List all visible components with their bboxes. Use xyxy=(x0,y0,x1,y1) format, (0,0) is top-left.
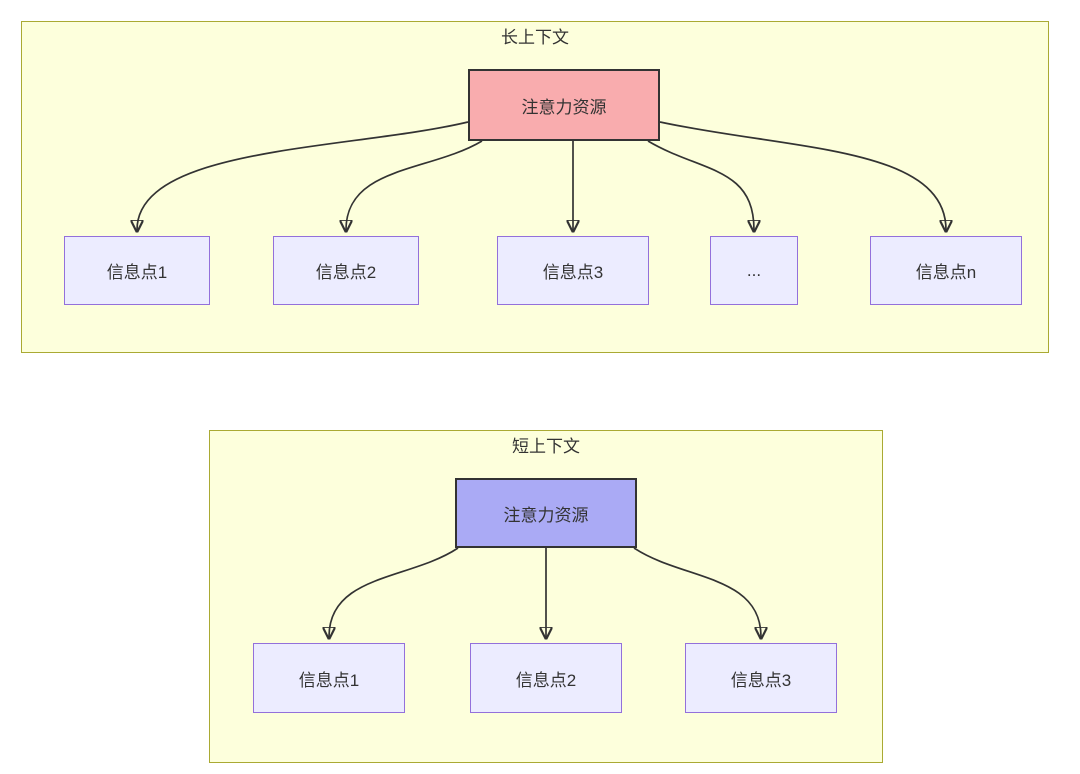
short-info-node-2: 信息点2 xyxy=(470,643,622,713)
long-info-node-3: 信息点3 xyxy=(497,236,649,305)
long-attention-node: 注意力资源 xyxy=(468,69,660,141)
long-info-node-n: 信息点n xyxy=(870,236,1022,305)
long-info-node-ellipsis: ... xyxy=(710,236,798,305)
long-context-title: 长上下文 xyxy=(501,28,569,47)
short-info-node-3: 信息点3 xyxy=(685,643,837,713)
short-attention-node: 注意力资源 xyxy=(455,478,637,548)
short-info-node-1: 信息点1 xyxy=(253,643,405,713)
short-context-title: 短上下文 xyxy=(512,437,580,456)
long-info-node-1: 信息点1 xyxy=(64,236,210,305)
long-info-node-2: 信息点2 xyxy=(273,236,419,305)
